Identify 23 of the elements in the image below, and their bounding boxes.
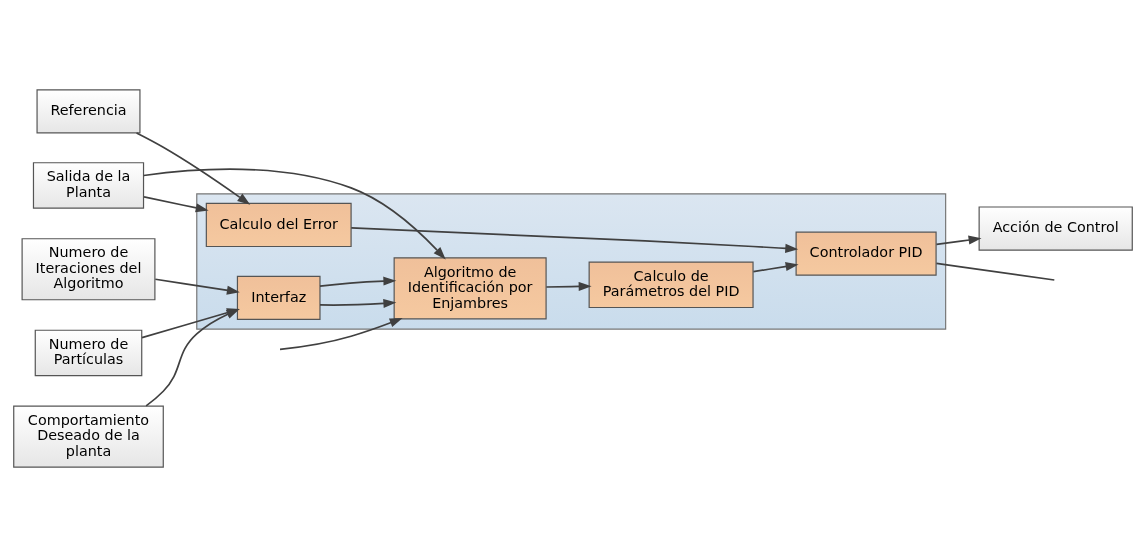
node-box: Numero de Partículas xyxy=(34,329,143,377)
arrow xyxy=(143,196,209,213)
arrow xyxy=(135,132,251,205)
node-box: Controlador PID xyxy=(795,231,937,276)
arrow xyxy=(142,168,446,260)
arrow xyxy=(752,262,799,273)
node-box: Numero de Iteraciones del Algoritmo xyxy=(21,238,156,301)
arrow xyxy=(545,281,592,291)
arrow xyxy=(350,226,799,253)
arrow xyxy=(279,318,403,351)
node-box: Salida de la Planta xyxy=(32,162,145,209)
node-box: Interfaz xyxy=(236,275,321,321)
arrow xyxy=(154,278,240,295)
node-box: Acción de Control xyxy=(978,206,1133,251)
node-box: Calculo de Parámetros del PID xyxy=(588,261,754,309)
arrow xyxy=(319,298,397,308)
arrow xyxy=(319,276,397,287)
node-box: Referencia xyxy=(36,89,141,134)
node-box: Algoritmo de Identificación por Enjambres xyxy=(393,257,547,320)
node-box: Comportamiento Deseado de la planta xyxy=(13,405,164,468)
node-box: Calculo del Error xyxy=(205,202,352,248)
arrow xyxy=(935,235,982,246)
connector xyxy=(935,262,1056,281)
